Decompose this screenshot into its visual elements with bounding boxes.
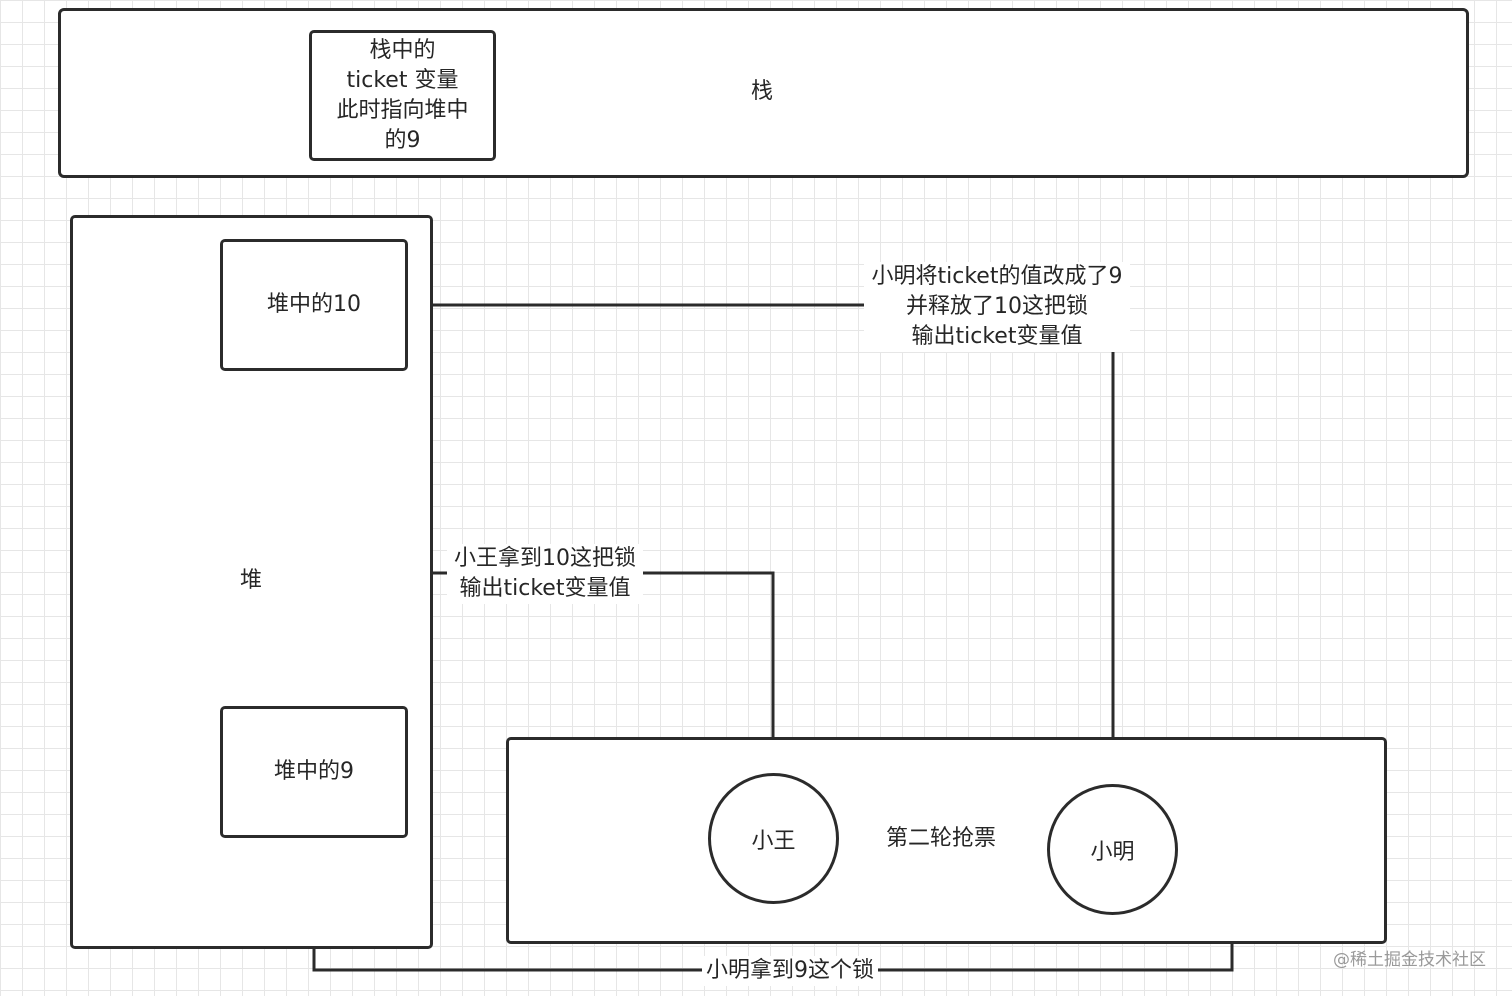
xiaoming-node: 小明 — [1047, 784, 1178, 915]
edge-label-xiaowang-line-1: 小王拿到10这把锁 — [454, 546, 636, 571]
heap-label: 堆 — [240, 568, 263, 593]
xiaoming-label: 小明 — [1090, 839, 1135, 865]
heap-item-9-label: 堆中的9 — [274, 759, 354, 784]
watermark: @稀土掘金技术社区 — [1333, 950, 1486, 970]
stack-region: 栈 — [58, 8, 1469, 178]
ticket-note-line-1: 栈中的 — [369, 37, 436, 63]
round-label: 第二轮抢票 — [886, 826, 997, 851]
stack-ticket-note: 栈中的 ticket 变量 此时指向堆中 的9 — [309, 30, 496, 161]
edge-label-xiaoming-line-1: 小明将ticket的值改成了9 — [871, 264, 1123, 289]
heap-item-10-label: 堆中的10 — [267, 292, 361, 317]
edge-label-xiaowang-to-heap10: 小王拿到10这把锁 输出ticket变量值 — [447, 544, 643, 604]
edge-label-xiaowang-line-2: 输出ticket变量值 — [459, 576, 631, 601]
edge-label-xiaoming-to-heap9: 小明拿到9这个锁 — [702, 956, 878, 986]
ticket-note-line-4: 的9 — [384, 127, 421, 153]
edge-label-xiaoming-line-2: 并释放了10这把锁 — [906, 294, 1088, 319]
edge-label-xiaoming-line-3: 输出ticket变量值 — [911, 324, 1083, 349]
round-region — [506, 737, 1387, 944]
stack-label: 栈 — [751, 79, 774, 104]
xiaowang-label: 小王 — [751, 828, 796, 854]
heap-item-9: 堆中的9 — [220, 706, 408, 838]
edge-label-xiaoming-to-heap10: 小明将ticket的值改成了9 并释放了10这把锁 输出ticket变量值 — [864, 262, 1130, 352]
ticket-note-line-3: 此时指向堆中 — [336, 97, 469, 123]
heap-item-10: 堆中的10 — [220, 239, 408, 371]
ticket-note-line-2: ticket 变量 — [346, 67, 459, 93]
xiaowang-node: 小王 — [708, 773, 839, 904]
